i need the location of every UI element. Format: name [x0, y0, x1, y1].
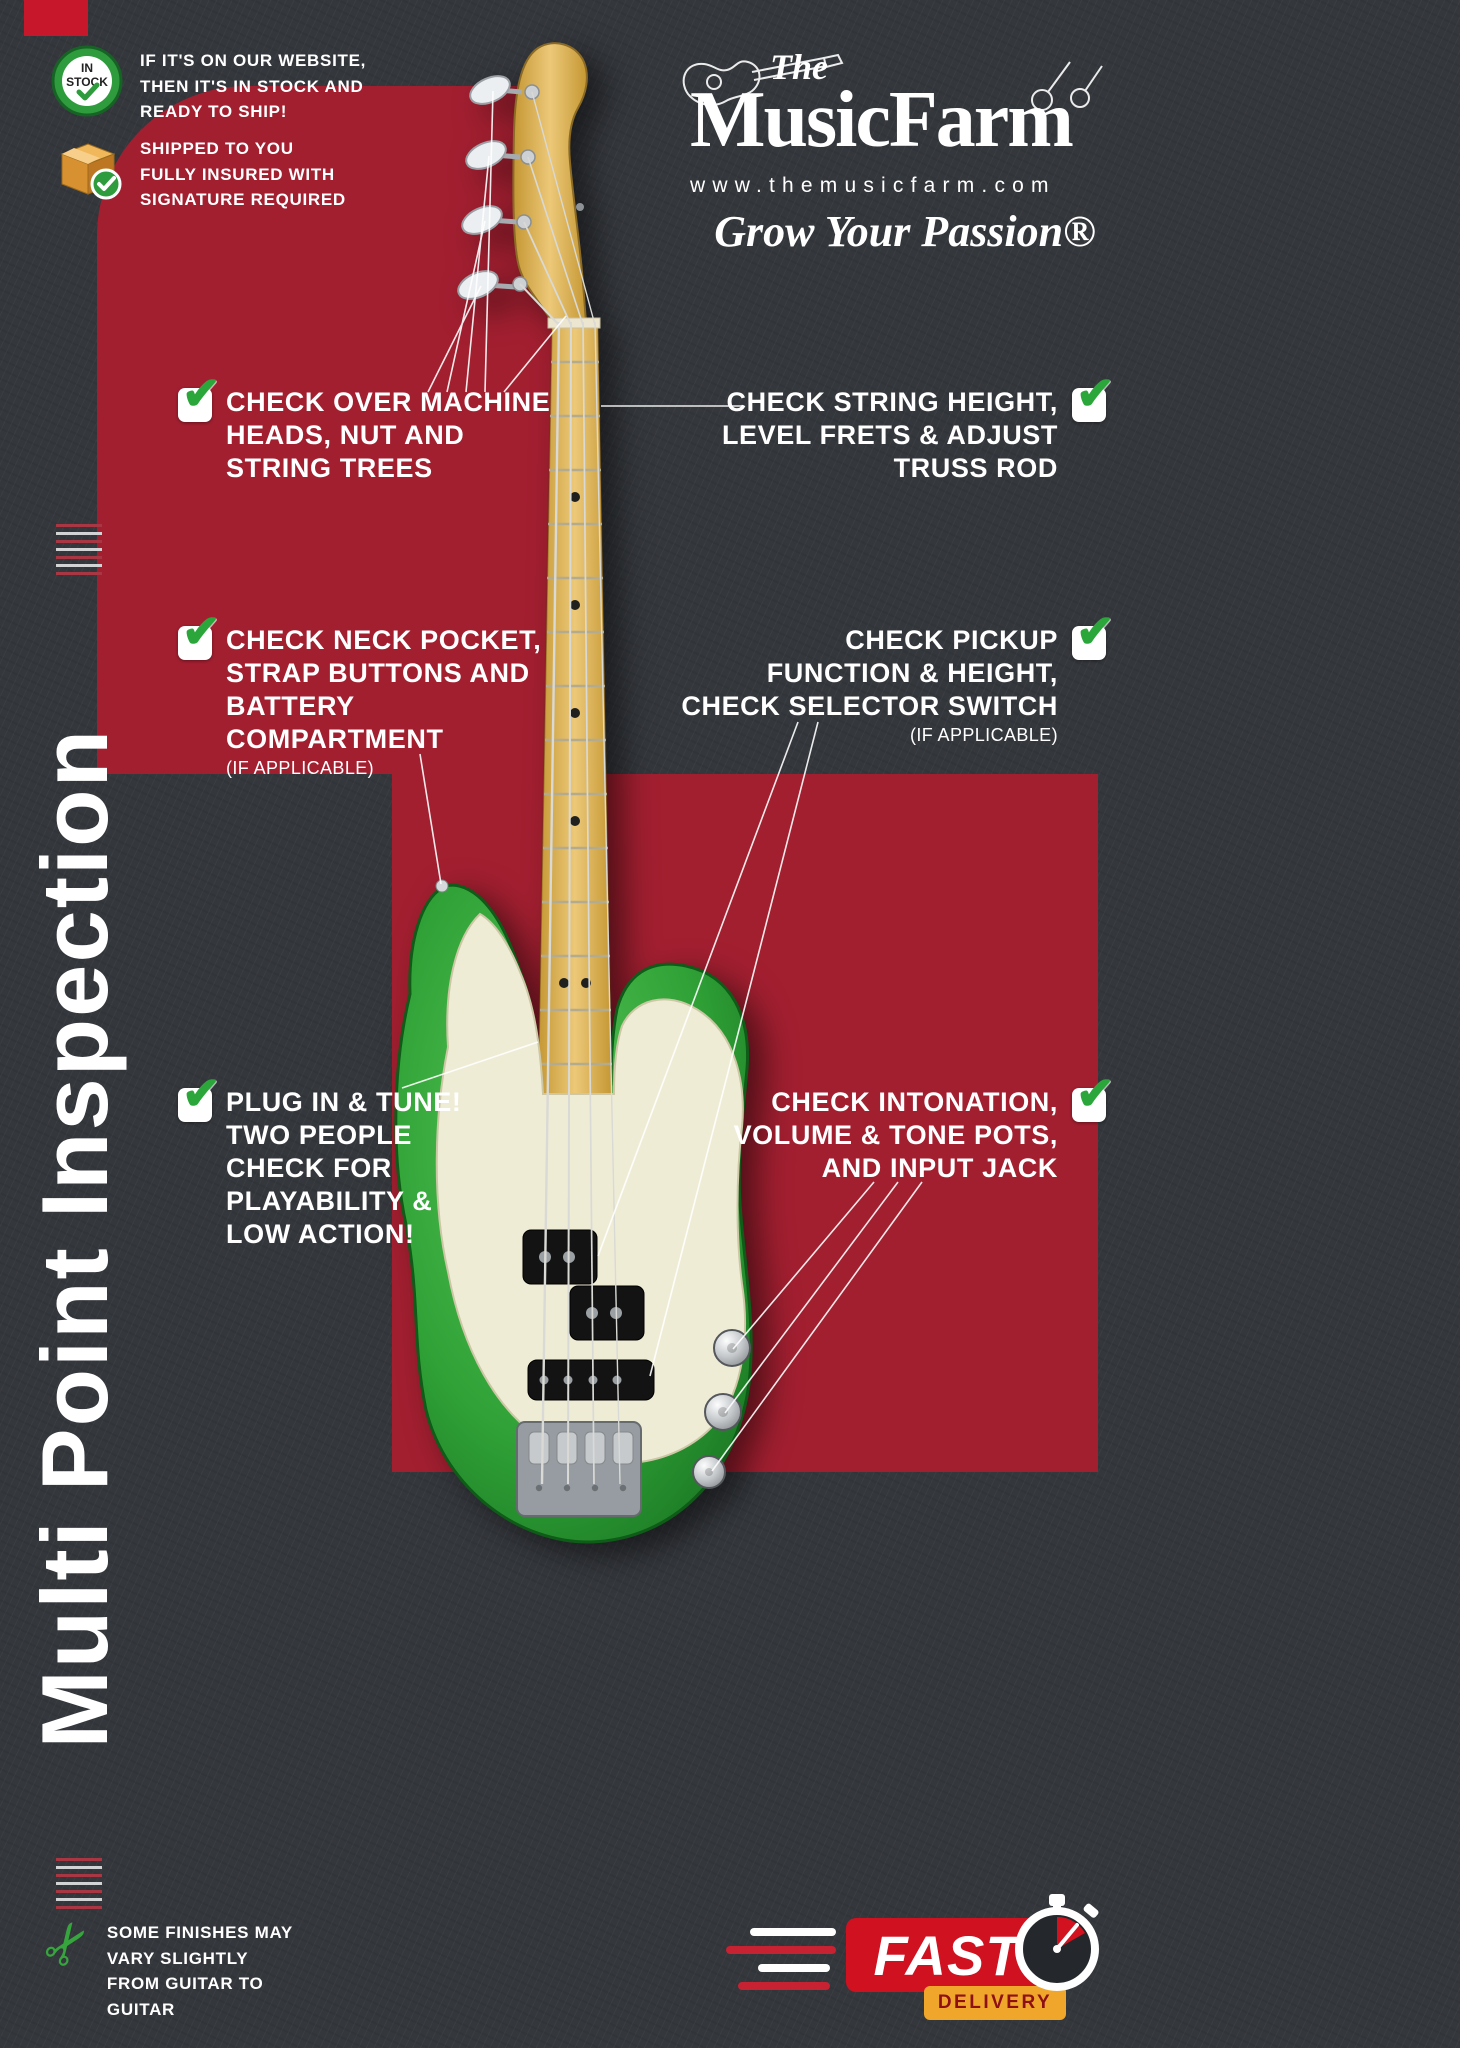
shipping-box-icon — [60, 143, 122, 200]
delivery-badge: DELIVERY — [924, 1986, 1066, 2020]
callout-text: PLUG IN & TUNE! TWO PEOPLE CHECK FOR PLA… — [226, 1087, 462, 1249]
callout-subnote: (IF APPLICABLE) — [909, 724, 1058, 745]
fast-badge: FAST — [846, 1918, 1048, 1992]
strap-button — [435, 879, 449, 893]
callout-machine-heads: ✔ CHECK OVER MACHINE HEADS, NUT AND STRI… — [178, 370, 551, 485]
callout-string-height: CHECK STRING HEIGHT, LEVEL FRETS & ADJUS… — [721, 370, 1115, 485]
finish-variation-note: ✂ SOME FINISHES MAY VARY SLIGHTLY FROM G… — [28, 1906, 293, 2022]
guitar-lineart-icon — [682, 53, 844, 107]
sidebar-stripes-top — [56, 524, 102, 578]
brand-logo: The MusicFarm www.themusicfarm.com Grow … — [682, 46, 1103, 257]
brand-tagline: Grow Your Passion® — [714, 206, 1096, 256]
check-icon: ✔ — [1076, 367, 1115, 419]
stopwatch-icon — [1015, 1894, 1099, 1991]
callout-text: CHECK NECK POCKET, STRAP BUTTONS AND BAT… — [226, 625, 542, 754]
bridge — [516, 1421, 642, 1517]
shipping-text: SHIPPED TO YOU FULLY INSURED WITH SIGNAT… — [140, 139, 346, 209]
bridge-pickup — [527, 1359, 655, 1401]
callout-subnote: (IF APPLICABLE) — [226, 757, 375, 778]
check-icon: ✔ — [182, 1067, 221, 1119]
delivery-label: DELIVERY — [937, 1992, 1053, 2013]
check-icon: ✔ — [182, 605, 221, 657]
check-icon: ✔ — [1076, 1067, 1115, 1119]
checkbox-icon: ✔ — [1072, 608, 1115, 660]
brand-name: MusicFarm — [690, 76, 1074, 164]
callout-intonation: CHECK INTONATION, VOLUME & TONE POTS, AN… — [733, 1070, 1115, 1185]
badge-line-2: STOCK — [66, 75, 108, 89]
checkbox-icon: ✔ — [1072, 1070, 1115, 1122]
checkbox-icon: ✔ — [178, 608, 221, 660]
split-pickup — [522, 1229, 645, 1341]
checkbox-icon: ✔ — [178, 1070, 221, 1122]
callout-text: CHECK OVER MACHINE HEADS, NUT AND STRING… — [226, 387, 551, 483]
small-instruments-icon — [1031, 61, 1103, 111]
speed-line — [750, 1928, 836, 1936]
vertical-title: Multi Point Inspection — [4, 552, 146, 1924]
in-stock-note: IN STOCK IF IT'S ON OUR WEBSITE, THEN IT… — [50, 44, 366, 125]
sidebar-stripes-bottom — [56, 1858, 102, 1912]
speed-line — [738, 1982, 830, 1990]
in-stock-badge-icon: IN STOCK — [51, 45, 123, 117]
headstock — [512, 42, 588, 323]
badge-line-1: IN — [81, 61, 93, 75]
check-icon: ✔ — [1076, 605, 1115, 657]
string-tree — [576, 203, 584, 211]
shipping-note: SHIPPED TO YOU FULLY INSURED WITH SIGNAT… — [52, 132, 346, 213]
vertical-title-text: Multi Point Inspection — [22, 727, 127, 1749]
checkbox-icon: ✔ — [1072, 370, 1115, 422]
check-icon: ✔ — [182, 367, 221, 419]
callout-plug-in-tune: ✔ PLUG IN & TUNE! TWO PEOPLE CHECK FOR P… — [178, 1070, 462, 1251]
brand-website: www.themusicfarm.com — [690, 173, 1056, 197]
callout-text: CHECK INTONATION, VOLUME & TONE POTS, AN… — [733, 1087, 1058, 1183]
callout-text: CHECK PICKUP FUNCTION & HEIGHT, CHECK SE… — [681, 625, 1058, 721]
red-corner-tab — [24, 0, 88, 36]
speed-line — [726, 1946, 836, 1954]
callout-text: CHECK STRING HEIGHT, LEVEL FRETS & ADJUS… — [721, 387, 1058, 483]
in-stock-text: IF IT'S ON OUR WEBSITE, THEN IT'S IN STO… — [140, 51, 367, 121]
callout-neck-pocket: ✔ CHECK NECK POCKET, STRAP BUTTONS AND B… — [178, 608, 542, 779]
fast-label: FAST — [873, 1923, 1021, 1987]
callout-pickups: CHECK PICKUP FUNCTION & HEIGHT, CHECK SE… — [681, 608, 1115, 746]
speed-line — [758, 1964, 830, 1972]
checkbox-icon: ✔ — [178, 370, 221, 422]
finish-variation-text: SOME FINISHES MAY VARY SLIGHTLY FROM GUI… — [106, 1923, 293, 2019]
